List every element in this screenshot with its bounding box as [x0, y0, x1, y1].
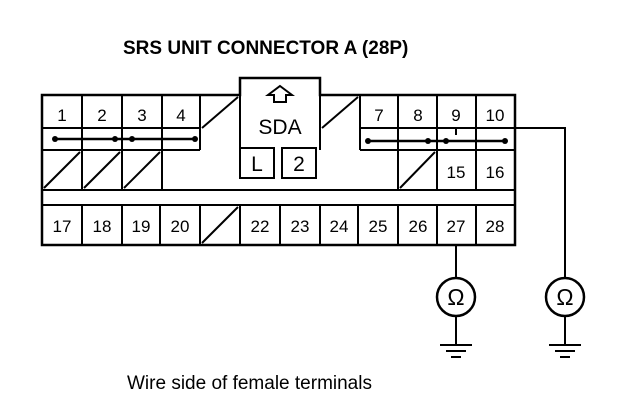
ohmmeter-icon: Ω	[544, 276, 586, 345]
shorting-bar-dot	[365, 138, 371, 144]
ohmmeter-right-symbol: Ω	[556, 284, 573, 310]
pin-10: 10	[486, 106, 505, 125]
pin-9: 9	[451, 106, 460, 125]
ohmmeter-left-symbol: Ω	[447, 284, 464, 310]
diagram-caption: Wire side of female terminals	[127, 373, 372, 394]
ground-icon	[440, 344, 472, 358]
connector-outline	[40, 76, 517, 247]
probe-wire-pin-9	[456, 127, 566, 278]
pin-1: 1	[57, 106, 66, 125]
pin-28: 28	[486, 217, 505, 236]
pin-8: 8	[413, 106, 422, 125]
lock-mark-l: L	[251, 153, 263, 176]
shorting-bar-dot	[425, 138, 431, 144]
pin-22: 22	[251, 217, 270, 236]
pin-27: 27	[447, 217, 466, 236]
shorting-bar-icon	[52, 136, 508, 144]
unused-cavity-14	[399, 151, 436, 189]
pin-4: 4	[176, 106, 185, 125]
pin-19: 19	[132, 217, 151, 236]
shorting-bar-dot	[112, 136, 118, 142]
diagram-title: SRS UNIT CONNECTOR A (28P)	[123, 38, 408, 59]
pin-labels: 1 2 3 4 7 8 9 10 15 16 17 18 19 20 22 23…	[53, 106, 505, 236]
pin-17: 17	[53, 217, 72, 236]
bottom-row-separators	[81, 205, 477, 245]
shorting-bar-dot	[192, 136, 198, 142]
pin-20: 20	[171, 217, 190, 236]
pin-15: 15	[447, 163, 466, 182]
shorting-bar-dot	[129, 136, 135, 142]
ohmmeter-icon: Ω	[435, 276, 477, 345]
pin-3: 3	[137, 106, 146, 125]
ground-icon	[549, 344, 581, 358]
lock-box-2	[281, 147, 317, 179]
shorting-bar-dot	[502, 138, 508, 144]
unused-cavity-21	[201, 206, 239, 244]
middle-row-separators	[81, 150, 477, 190]
unused-cavity-6	[321, 96, 359, 129]
pin-25: 25	[369, 217, 388, 236]
shorting-bar-dot	[52, 136, 58, 142]
unused-cavity-5	[201, 96, 239, 129]
shorting-bar-dot	[443, 138, 449, 144]
connector-code: SDA	[258, 116, 301, 139]
lock-box-l	[239, 147, 275, 179]
pin-7: 7	[374, 106, 383, 125]
up-arrow-icon	[265, 84, 295, 103]
pin-16: 16	[486, 163, 505, 182]
pin-2: 2	[97, 106, 106, 125]
pin-23: 23	[291, 217, 310, 236]
unused-cavity-slashes	[43, 96, 436, 244]
pin-24: 24	[330, 217, 349, 236]
unused-cavity-11	[43, 151, 81, 189]
pin-26: 26	[409, 217, 428, 236]
unused-cavity-13	[123, 151, 161, 189]
unused-cavity-12	[83, 151, 121, 189]
pin-18: 18	[93, 217, 112, 236]
lock-mark-2: 2	[293, 153, 305, 176]
